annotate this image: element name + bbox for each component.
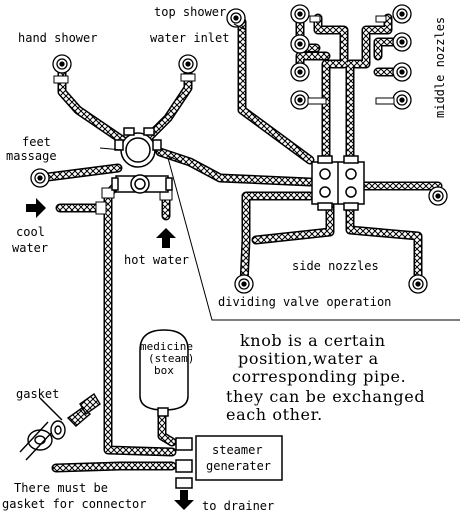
gasket-illustration	[19, 392, 101, 461]
hot-water-label: hot water	[124, 253, 189, 267]
must-be-label-2: gasket for connector	[2, 497, 147, 511]
note-line-2: position,water a	[238, 349, 379, 368]
top-shower-label: top shower	[154, 5, 226, 19]
feet-label: feet	[22, 135, 51, 149]
steamer-label: steamer	[212, 443, 263, 457]
to-drainer-label: to drainer	[202, 499, 274, 513]
hand-shower-label: hand shower	[18, 31, 97, 45]
note-line-5: each other.	[226, 405, 323, 424]
generater-label: generater	[206, 459, 271, 473]
hose-network	[35, 11, 443, 473]
pipe-joints	[53, 15, 395, 215]
drain-arrow	[174, 490, 194, 510]
hand-shower-nozzle	[52, 54, 72, 74]
leader-lines	[99, 23, 460, 321]
dividing-valve-label: dividing valve operation	[218, 295, 391, 309]
middle-nozzle	[290, 4, 412, 110]
medicine-box	[139, 329, 189, 417]
side-nozzle	[234, 186, 448, 294]
side-nozzles-label: side nozzles	[292, 259, 379, 273]
dividing-valve	[114, 127, 162, 168]
box-label: box	[154, 364, 174, 377]
mixing-valve	[111, 174, 173, 194]
water-inlet-label: water inlet	[150, 31, 229, 45]
cool-water-arrow	[26, 198, 46, 218]
note-line-1: knob is a certain	[240, 331, 386, 350]
must-be-label-1: There must be	[14, 481, 108, 495]
top-shower-nozzle	[226, 8, 246, 28]
steam-label: (steam)	[148, 352, 194, 365]
massage-label: massage	[6, 149, 57, 163]
distribution-valve-block	[311, 155, 365, 211]
medicine-label: medicine	[140, 340, 193, 353]
steamer-generator	[175, 435, 283, 489]
water-label: water	[12, 241, 48, 255]
water-inlet-nozzle	[178, 54, 198, 74]
feet-massage-nozzle	[30, 168, 50, 188]
middle-nozzles-label: middle nozzles	[433, 17, 447, 118]
note-line-3: corresponding pipe.	[232, 367, 406, 386]
cool-label: cool	[16, 225, 45, 239]
hot-water-arrow	[156, 228, 176, 248]
gasket-label: gasket	[16, 387, 59, 401]
note-line-4: they can be exchanged	[226, 387, 425, 406]
